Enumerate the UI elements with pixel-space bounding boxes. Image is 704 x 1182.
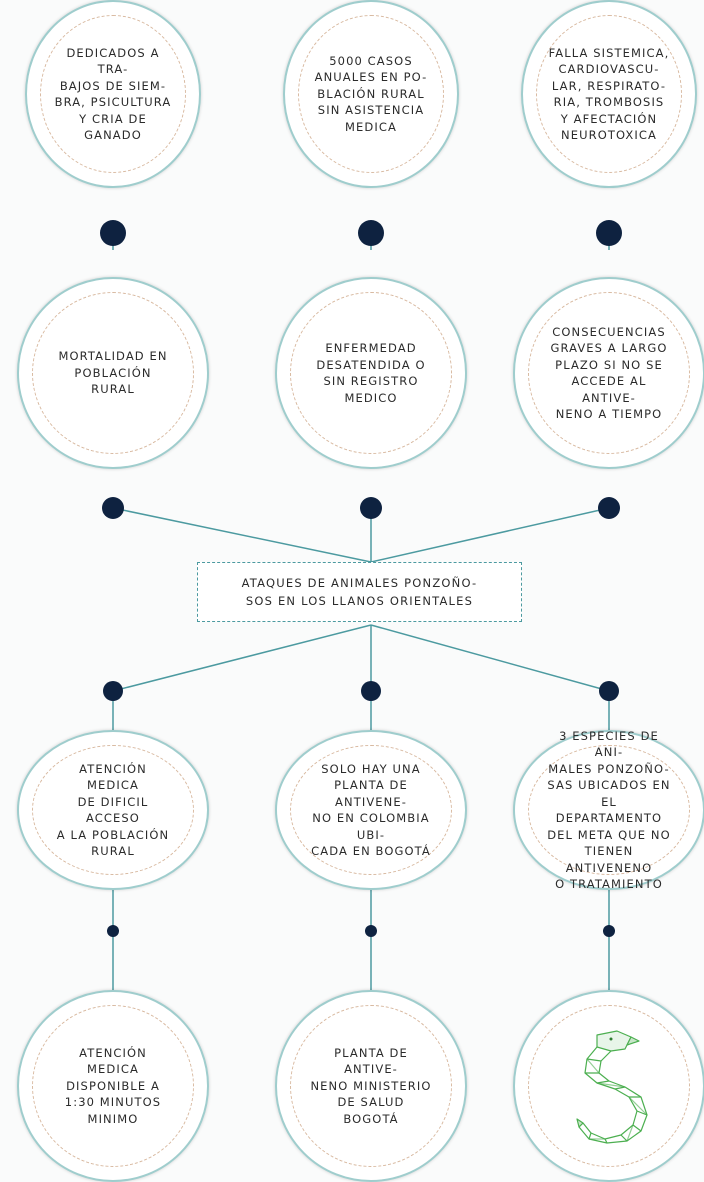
node-three-species: 3 ESPECIES DE ANI- MALES PONZOÑO- SAS UB…: [513, 728, 704, 892]
node-label: ATENCIÓN MEDICA DE DIFICIL ACCESO A LA P…: [56, 761, 170, 859]
node-label: PLANTA DE ANTIVE- NENO MINISTERIO DE SAL…: [310, 1045, 432, 1126]
connector-dot: [107, 925, 119, 937]
node-label: ENFERMEDAD DESATENDIDA O SIN REGISTRO ME…: [316, 341, 426, 405]
connector-dot: [100, 220, 126, 246]
node-label: DEDICADOS A TRA- BAJOS DE SIEM- BRA, PSI…: [54, 45, 172, 143]
connector-dot: [360, 497, 382, 519]
node-systemic-failure: FALLA SISTEMICA, CARDIOVASCU- LAR, RESPI…: [521, 0, 697, 188]
node-rural-work: DEDICADOS A TRA- BAJOS DE SIEM- BRA, PSI…: [25, 0, 201, 188]
node-label: ATENCIÓN MEDICA DISPONIBLE A 1:30 MINUTO…: [64, 1045, 162, 1126]
node-long-term-consequences: CONSECUENCIAS GRAVES A LARGO PLAZO SI NO…: [513, 277, 704, 469]
node-cases-per-year: 5000 CASOS ANUALES EN PO- BLACIÓN RURAL …: [283, 0, 459, 188]
node-care-time: ATENCIÓN MEDICA DISPONIBLE A 1:30 MINUTO…: [17, 990, 209, 1182]
connector-line: [112, 507, 372, 563]
node-difficult-access: ATENCIÓN MEDICA DE DIFICIL ACCESO A LA P…: [17, 730, 209, 890]
node-plant-location: PLANTA DE ANTIVE- NENO MINISTERIO DE SAL…: [275, 990, 467, 1182]
node-label: MORTALIDAD EN POBLACIÓN RURAL: [58, 349, 168, 397]
snake-icon: [576, 1030, 648, 1144]
connector-line: [370, 507, 610, 563]
node-label: 5000 CASOS ANUALES EN PO- BLACIÓN RURAL …: [314, 53, 428, 134]
connector-dot: [596, 220, 622, 246]
connector-dot: [599, 681, 619, 701]
node-single-plant: SOLO HAY UNA PLANTA DE ANTIVENE- NO EN C…: [275, 730, 467, 890]
node-label: SOLO HAY UNA PLANTA DE ANTIVENE- NO EN C…: [311, 761, 431, 859]
connector-dot: [103, 681, 123, 701]
node-neglected-disease: ENFERMEDAD DESATENDIDA O SIN REGISTRO ME…: [275, 277, 467, 469]
connector-dot: [361, 681, 381, 701]
central-topic-box: ATAQUES DE ANIMALES PONZOÑO- SOS EN LOS …: [197, 562, 522, 622]
connector-dot: [365, 925, 377, 937]
node-label: CONSECUENCIAS GRAVES A LARGO PLAZO SI NO…: [550, 324, 668, 422]
node-label: FALLA SISTEMICA, CARDIOVASCU- LAR, RESPI…: [548, 45, 670, 143]
node-rural-mortality: MORTALIDAD EN POBLACIÓN RURAL: [17, 277, 209, 469]
connector-line: [112, 624, 372, 692]
connector-dot: [598, 497, 620, 519]
connector-dot: [358, 220, 384, 246]
connector-line: [370, 624, 610, 692]
central-topic-label: ATAQUES DE ANIMALES PONZOÑO- SOS EN LOS …: [241, 576, 478, 608]
connector-dot: [603, 925, 615, 937]
node-label: 3 ESPECIES DE ANI- MALES PONZOÑO- SAS UB…: [547, 728, 671, 892]
node-snake-illustration: [513, 990, 704, 1182]
connector-dot: [102, 497, 124, 519]
